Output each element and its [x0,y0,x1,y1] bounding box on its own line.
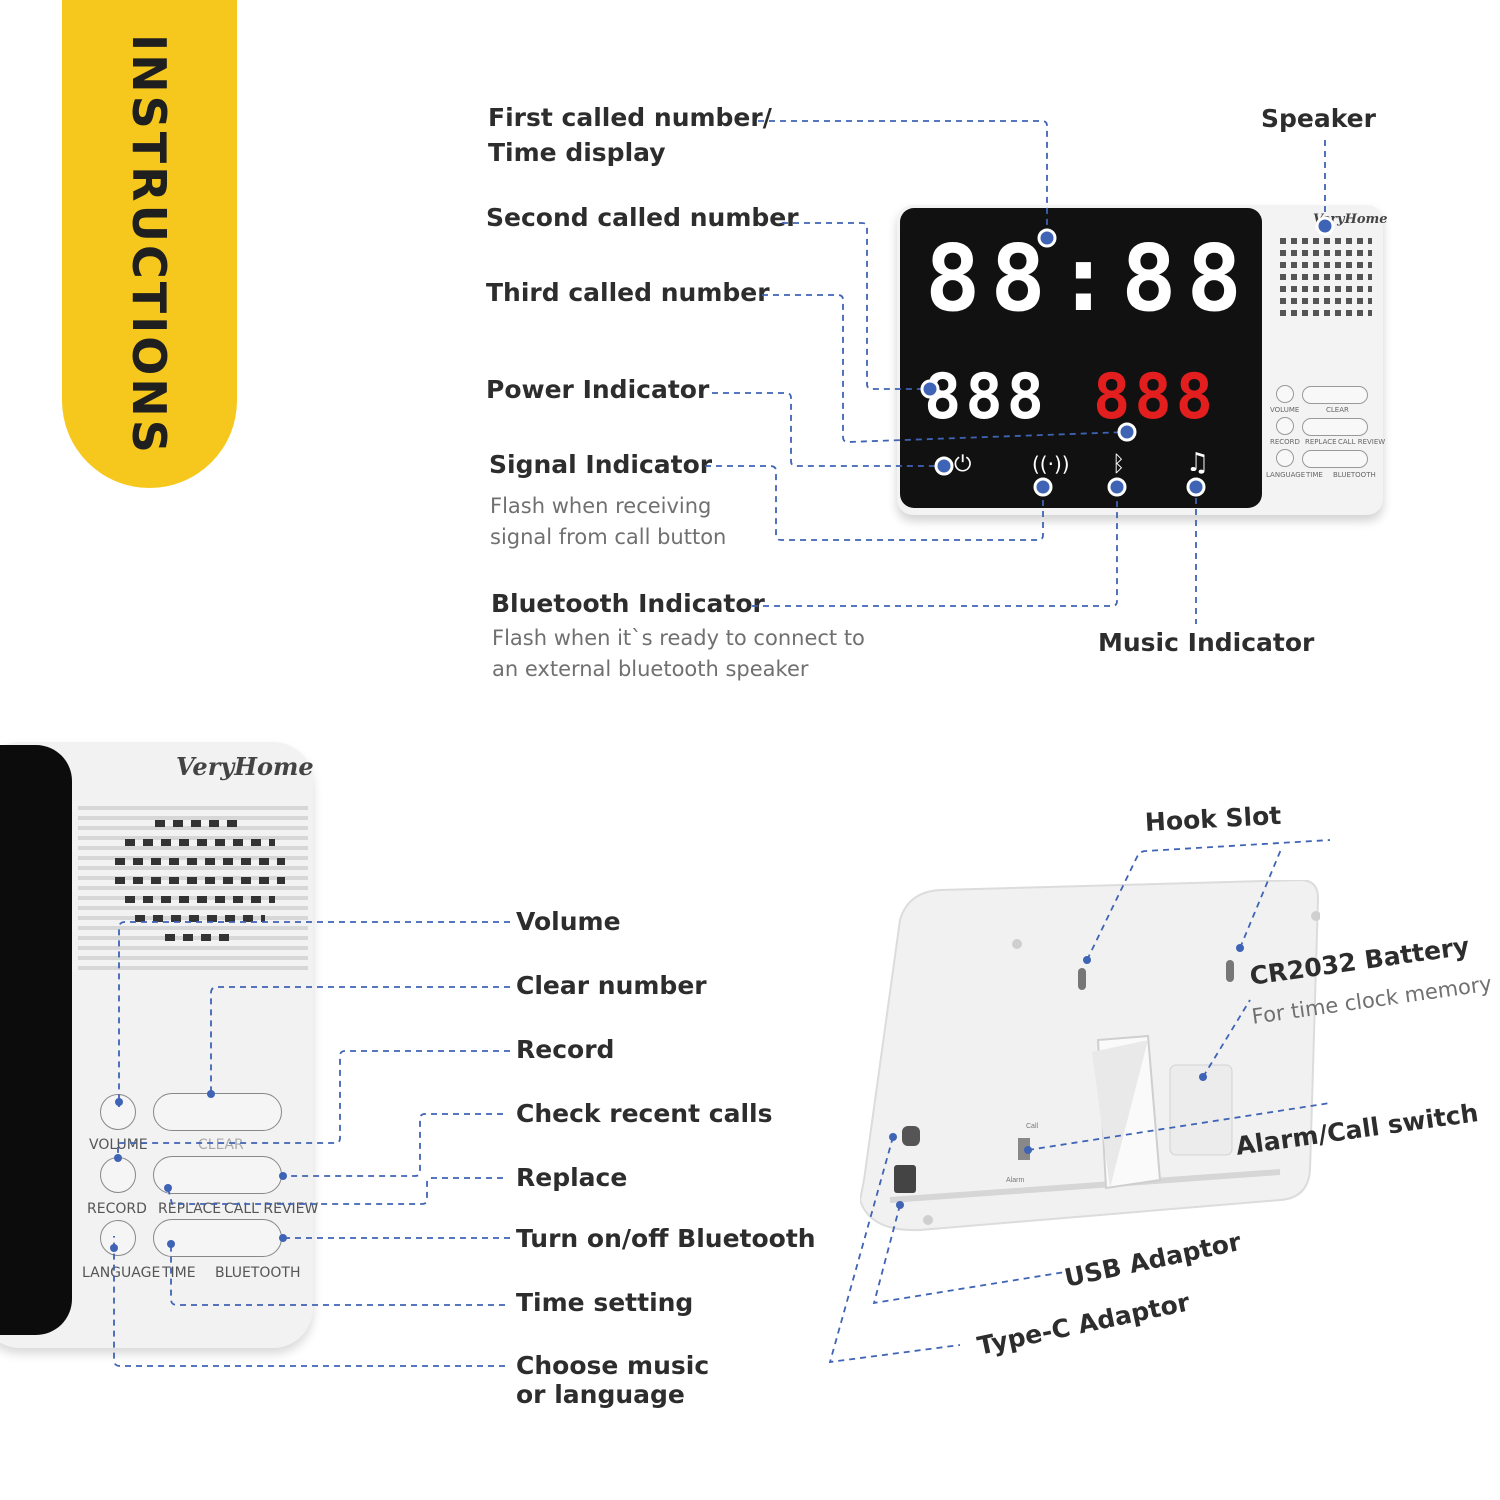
label-check-calls: Check recent calls [516,1099,773,1128]
screw-hole [1311,911,1320,921]
hook-slot-left [1078,968,1086,990]
side-replace-button [153,1156,282,1194]
device-language-label: LANGUAGE [1266,471,1306,479]
kickstand-shadow [1092,1040,1148,1188]
label-first-called-1: First called number/ [488,103,772,132]
power-icon: ⏻ [954,452,972,477]
bluetooth-desc-1: Flash when it`s ready to connect to [492,626,865,650]
device-record-button [1276,417,1294,435]
device-time-label: TIME [1306,471,1323,479]
side-grille-lines [78,806,308,976]
device-side-screen [0,745,72,1335]
side-replace-label: REPLACE [158,1201,222,1217]
label-replace: Replace [516,1163,628,1192]
side-record-label: RECORD [87,1201,147,1217]
device-language-button [1276,449,1294,467]
hook-slot-right [1226,960,1234,982]
label-power: Power Indicator [486,375,710,404]
type-c-port [902,1126,920,1146]
label-record: Record [516,1035,615,1064]
label-music-1: Choose music [516,1351,710,1380]
third-called-digits: 888 [924,360,1048,433]
device-clear-button [1302,386,1368,404]
signal-desc-2: signal from call button [490,525,727,549]
device-volume-label: VOLUME [1270,406,1300,414]
device-clear-label: CLEAR [1326,406,1349,414]
instructions-tab [62,0,237,488]
label-music-2: or language [516,1380,685,1409]
side-bluetooth-label: BLUETOOTH [215,1265,301,1281]
second-called-digits: 888 [1093,360,1217,433]
side-volume-label: VOLUME [89,1137,148,1153]
side-clear-label: CLEAR [198,1137,244,1153]
switch-alarm-text: Alarm [1006,1177,1024,1184]
bluetooth-icon: ᛒ [1112,452,1126,477]
signal-icon: ((·)) [1032,452,1070,476]
back-edge [889,1169,1281,1203]
signal-desc-1: Flash when receiving [490,494,712,518]
battery-cover [1169,1064,1233,1156]
label-music: Music Indicator [1098,628,1315,657]
side-call-review-label: CALL REVIEW [224,1201,319,1217]
label-bluetooth: Bluetooth Indicator [491,589,765,618]
device-replace-label: REPLACE [1305,438,1337,446]
alarm-call-switch [1018,1138,1030,1160]
time-digits: 88:88 [925,225,1252,332]
label-speaker: Speaker [1261,104,1376,133]
music-icon: ♫ [1186,448,1210,478]
label-time-setting: Time setting [516,1288,694,1317]
label-third-called: Third called number [486,278,770,307]
label-second-called: Second called number [486,203,799,232]
device-volume-button [1276,385,1294,403]
switch-call-text: Call [1026,1123,1039,1130]
device-replace-button [1302,418,1368,436]
side-speaker-holes [110,820,290,953]
side-clear-button [153,1093,282,1131]
side-time-button [153,1219,282,1257]
label-volume: Volume [516,907,621,936]
device-record-label: RECORD [1270,438,1300,446]
device-bluetooth-label: BLUETOOTH [1333,471,1376,479]
screw-hole [1012,939,1022,949]
device-time-button [1302,450,1368,468]
label-clear-number: Clear number [516,971,707,1000]
screw-hole [923,1215,933,1225]
side-language-label: LANGUAGE [82,1265,161,1281]
label-signal: Signal Indicator [489,450,713,479]
device-display [900,208,1262,508]
speaker-grille [1280,238,1372,322]
bluetooth-desc-2: an external bluetooth speaker [492,657,809,681]
label-first-called-2: Time display [488,138,666,167]
label-bluetooth-toggle: Turn on/off Bluetooth [516,1224,816,1253]
side-language-button [100,1220,136,1256]
usb-port [894,1165,916,1193]
brand-logo-large: VeryHome [176,752,314,781]
device-call-review-label: CALL REVIEW [1338,438,1386,446]
device-back-view: Call Alarm [860,880,1320,1232]
